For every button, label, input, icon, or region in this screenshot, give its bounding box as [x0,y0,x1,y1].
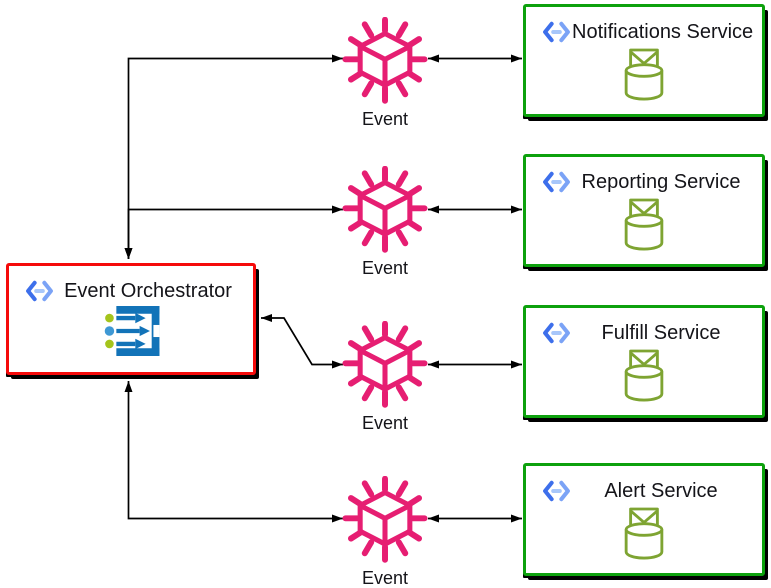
service-label: Fulfill Service [601,321,721,344]
edge-orchestrator-event-2[interactable] [124,205,344,260]
code-api-icon [543,21,570,43]
event-cube [357,31,413,88]
code-api-icon [543,480,570,502]
event-burst-icon [342,166,428,253]
event-burst-icon [342,321,428,408]
service-label: Alert Service [604,479,718,502]
edge-orchestrator-event-3[interactable] [261,314,343,369]
burst-rays [342,476,428,563]
message-queue-icon [624,349,664,402]
event-node-2[interactable]: Event [330,166,440,279]
service-node-4[interactable]: Alert Service [523,463,765,576]
event-node-1[interactable]: Event [330,17,440,130]
orchestrator-label: Event Orchestrator [64,279,232,302]
service-node-2[interactable]: Reporting Service [523,154,765,267]
event-label: Event [361,258,409,278]
event-router-icon [104,306,160,356]
edge-orchestrator-event-1[interactable] [124,54,344,260]
event-node-4[interactable]: Event [330,476,440,588]
service-label: Reporting Service [581,170,741,193]
event-cube [357,490,413,547]
service-node-3[interactable]: Fulfill Service [523,305,765,418]
message-queue-icon [624,198,664,251]
event-label: Event [361,568,409,588]
code-api-icon [543,171,570,193]
service-label: Notifications Service [572,20,754,43]
code-api-icon [26,280,53,302]
event-node-3[interactable]: Event [330,321,440,434]
message-queue-icon [624,507,664,560]
edge-orchestrator-event-4[interactable] [124,381,344,523]
event-cube [357,180,413,237]
event-label: Event [361,413,409,433]
event-burst-icon [342,476,428,563]
orchestrator-node[interactable]: Event Orchestrator [6,263,256,375]
event-label: Event [361,109,409,129]
message-queue-icon [624,48,664,101]
code-api-icon [543,322,570,344]
event-cube [357,335,413,392]
event-burst-icon [342,17,428,104]
service-node-1[interactable]: Notifications Service [523,4,765,117]
